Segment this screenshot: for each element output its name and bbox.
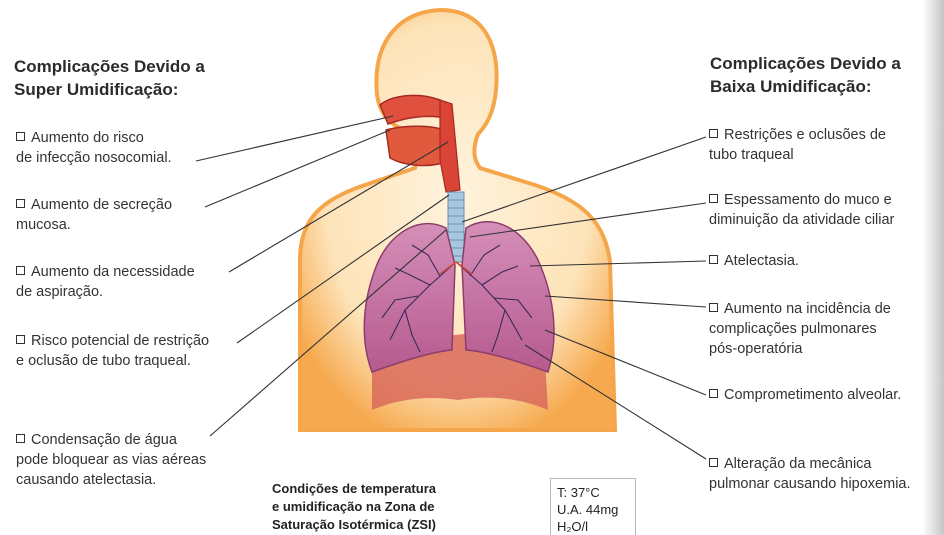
caption-line1: Condições de temperatura [272, 480, 472, 498]
left-item-mucus-secretion: Aumento de secreção mucosa. [16, 195, 172, 235]
left-item-infection-risk: Aumento do risco de infecção nosocomial. [16, 128, 172, 168]
left-item-5-line1: Condensação de água [31, 432, 177, 448]
checkbox-icon [16, 199, 25, 208]
conditions-box: T: 37°C U.A. 44mg H₂O/l [550, 478, 636, 535]
left-item-2-line1: Aumento de secreção [31, 197, 172, 213]
right-heading: Complicações Devido a Baixa Umidificação… [710, 52, 901, 98]
checkbox-icon [709, 129, 718, 138]
zsi-caption: Condições de temperatura e umidificação … [272, 480, 472, 535]
right-item-5-line1: Comprometimento alveolar. [724, 387, 901, 403]
page-edge-shadow [922, 0, 944, 535]
checkbox-icon [709, 458, 718, 467]
left-item-4-line2: e oclusão de tubo traqueal. [16, 351, 209, 371]
right-item-mechanics-hypoxemia: Alteração da mecânica pulmonar causando … [709, 454, 911, 494]
left-item-3-line1: Aumento da necessidade [31, 264, 195, 280]
left-heading: Complicações Devido a Super Umidificação… [14, 55, 205, 101]
left-item-5-line2: pode bloquear as vias aéreas [16, 450, 206, 470]
right-heading-line2: Baixa Umidificação: [710, 75, 901, 98]
right-item-6-line2: pulmonar causando hipoxemia. [709, 474, 911, 494]
left-item-tube-restriction: Risco potencial de restrição e oclusão d… [16, 331, 209, 371]
left-item-aspiration-need: Aumento da necessidade de aspiração. [16, 262, 195, 302]
left-item-5-line3: causando atelectasia. [16, 470, 206, 490]
right-item-2-line1: Espessamento do muco e [724, 192, 892, 208]
right-item-4-line2: complicações pulmonares [709, 319, 891, 339]
temperature-value: T: 37°C [557, 484, 635, 501]
left-item-1-line1: Aumento do risco [31, 130, 144, 146]
left-heading-line1: Complicações Devido a [14, 55, 205, 78]
left-item-4-line1: Risco potencial de restrição [31, 333, 209, 349]
left-item-3-line2: de aspiração. [16, 282, 195, 302]
checkbox-icon [16, 335, 25, 344]
absolute-humidity-value: U.A. 44mg [557, 501, 635, 518]
checkbox-icon [16, 132, 25, 141]
caption-line2: e umidificação na Zona de [272, 498, 472, 516]
right-item-4-line1: Aumento na incidência de [724, 301, 891, 317]
right-item-pulmonary-complications: Aumento na incidência de complicações pu… [709, 299, 891, 359]
oral-cavity [386, 126, 446, 165]
right-item-6-line1: Alteração da mecânica [724, 456, 872, 472]
left-item-1-line2: de infecção nosocomial. [16, 148, 172, 168]
checkbox-icon [709, 255, 718, 264]
checkbox-icon [709, 389, 718, 398]
humidity-unit: H₂O/l [557, 518, 635, 535]
right-item-atelectasis: Atelectasia. [709, 251, 799, 271]
right-item-2-line2: diminuição da atividade ciliar [709, 210, 894, 230]
right-item-tube-occlusion: Restrições e oclusões de tubo traqueal [709, 125, 886, 165]
left-heading-line2: Super Umidificação: [14, 78, 205, 101]
right-heading-line1: Complicações Devido a [710, 52, 901, 75]
right-item-4-line3: pós-operatória [709, 339, 891, 359]
checkbox-icon [16, 266, 25, 275]
checkbox-icon [16, 434, 25, 443]
checkbox-icon [709, 303, 718, 312]
checkbox-icon [709, 194, 718, 203]
right-item-alveolar: Comprometimento alveolar. [709, 385, 901, 405]
right-item-3-line1: Atelectasia. [724, 253, 799, 269]
left-item-2-line2: mucosa. [16, 215, 172, 235]
right-item-mucus-thickening: Espessamento do muco e diminuição da ati… [709, 190, 894, 230]
caption-line3: Saturação Isotérmica (ZSI) [272, 516, 472, 534]
right-item-1-line1: Restrições e oclusões de [724, 127, 886, 143]
right-item-1-line2: tubo traqueal [709, 145, 886, 165]
left-item-water-condensation: Condensação de água pode bloquear as via… [16, 430, 206, 490]
